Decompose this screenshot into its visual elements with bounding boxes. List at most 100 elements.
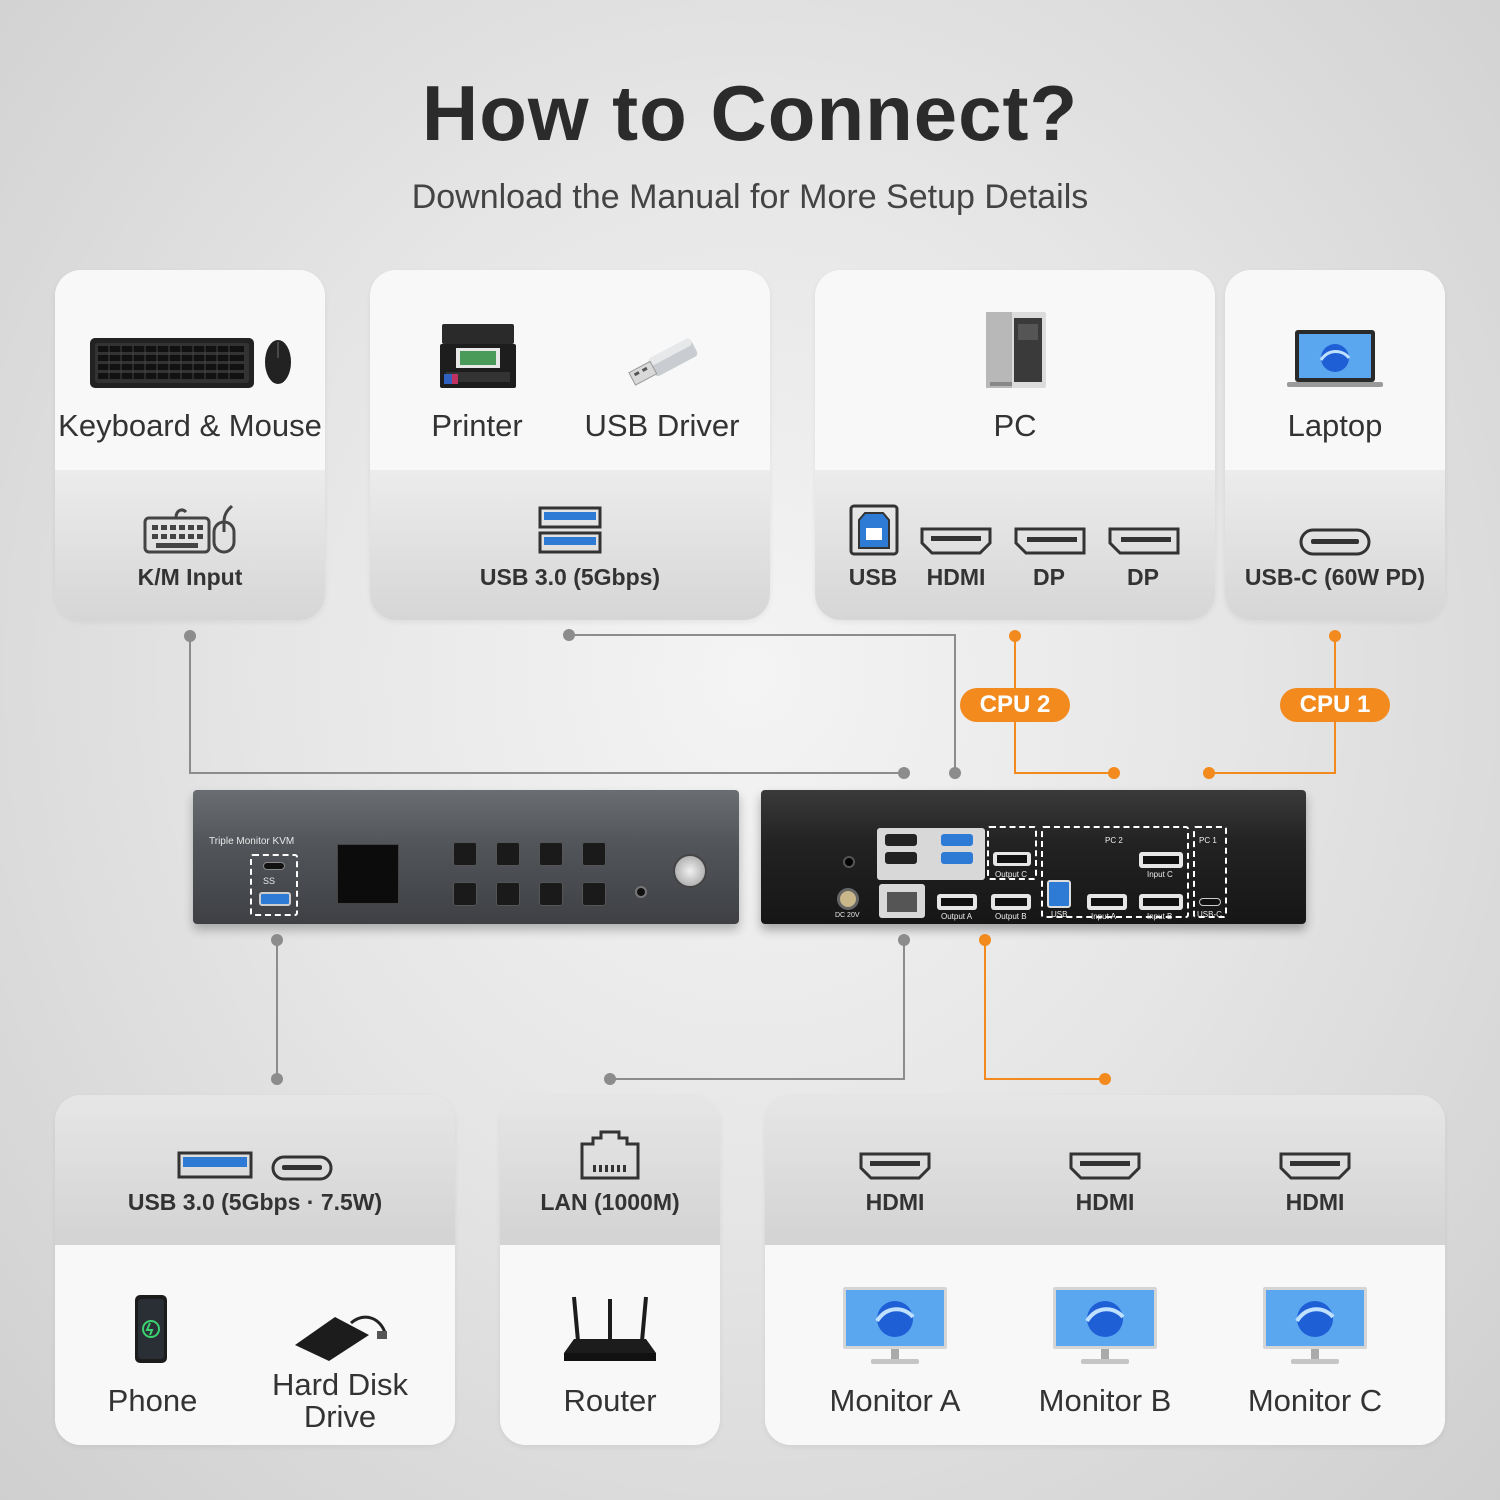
device-label: Monitor B (1038, 1383, 1172, 1418)
dc-power-port[interactable] (837, 888, 859, 910)
port-label: DP (1033, 564, 1065, 590)
device-label: Keyboard & Mouse (58, 408, 322, 443)
connector-dot (271, 1073, 283, 1085)
keyboard-icon (90, 338, 254, 388)
card-monitors: HDMI HDMI HDMI Monitor A Monitor B Monit… (765, 1095, 1445, 1445)
switch-button[interactable] (453, 842, 477, 866)
ethernet-port[interactable] (879, 884, 925, 918)
monitor-icon (843, 1287, 947, 1364)
usb-c-port[interactable] (263, 862, 285, 870)
device-label: USB Driver (584, 408, 740, 443)
port-label: USB 3.0 (5Gbps) (479, 564, 661, 590)
usb-a-icon (177, 1151, 253, 1179)
connector-dot (1108, 767, 1120, 779)
hdmi-icon (859, 1152, 931, 1180)
connector-dot (184, 630, 196, 642)
usb-a-port[interactable] (885, 852, 917, 864)
kvm-back-panel: DC 20V Output C Output A Output B PC 2 U… (761, 790, 1306, 924)
cpu2-badge: CPU 2 (960, 688, 1070, 722)
card-laptop: Laptop USB-C (60W PD) (1225, 270, 1445, 620)
card-pc: PC USB HDMI DP DP (815, 270, 1215, 620)
port-label-usb-c: USB-C (1197, 910, 1222, 919)
switch-button[interactable] (496, 882, 520, 906)
port-label: HDMI (1075, 1189, 1135, 1215)
output-c-highlight (987, 826, 1037, 880)
connector-dot (563, 629, 575, 641)
usb-a-port[interactable] (941, 834, 973, 846)
ethernet-icon (580, 1130, 640, 1180)
switch-button[interactable] (539, 882, 563, 906)
switch-button[interactable] (582, 882, 606, 906)
device-label: Monitor A (829, 1383, 961, 1418)
usb-b-port[interactable] (1047, 880, 1071, 908)
connector-dot (949, 767, 961, 779)
connector-dot (604, 1073, 616, 1085)
port-label: USB-C (60W PD) (1244, 564, 1426, 590)
connector-dot (898, 767, 910, 779)
port-label-output-a: Output A (941, 912, 973, 921)
usb-a-port[interactable] (941, 852, 973, 864)
usb-c-icon (271, 1155, 333, 1181)
router-icon (564, 1296, 656, 1361)
connector-line (189, 636, 191, 774)
usb-c-port[interactable] (1199, 898, 1221, 906)
connector-dot (271, 934, 283, 946)
port-label-output-c: Output C (995, 870, 1028, 879)
monitor-connector-line (984, 940, 986, 1080)
port-label: HDMI (1285, 1189, 1345, 1215)
group-label-pc2: PC 2 (1105, 836, 1123, 845)
monitor-icon (1053, 1287, 1157, 1364)
hdmi-output-c[interactable] (993, 852, 1031, 866)
connector-line (610, 1078, 905, 1080)
usb-a-port[interactable] (259, 892, 291, 906)
port-label-usb: USB (1051, 910, 1068, 919)
port-label: HDMI (926, 564, 986, 590)
port-label-input-c: Input C (1147, 870, 1173, 879)
connector-line (276, 940, 278, 1080)
connector-line (569, 634, 956, 636)
hdmi-icon (1279, 1152, 1351, 1180)
port-label: LAN (1000M) (540, 1189, 680, 1215)
device-label: PC (993, 408, 1037, 443)
front-display (337, 844, 399, 904)
displayport-icon (1108, 527, 1180, 555)
usb-a-port[interactable] (885, 834, 917, 846)
card-front-usb: USB 3.0 (5Gbps · 7.5W) Phone Hard Disk D… (55, 1095, 455, 1445)
switch-button[interactable] (539, 842, 563, 866)
switch-button[interactable] (582, 842, 606, 866)
usb-stick-icon (628, 338, 698, 386)
front-usb-highlight (250, 854, 298, 916)
port-label-input-b: Input B (1147, 912, 1173, 921)
monitor-connector-line (984, 1078, 1105, 1080)
hdmi-icon (920, 527, 992, 555)
connector-dot (979, 934, 991, 946)
audio-jack[interactable] (843, 856, 855, 868)
phone-icon (135, 1295, 167, 1363)
card-lan: LAN (1000M) Router (500, 1095, 720, 1445)
device-label: Monitor C (1247, 1383, 1383, 1418)
connector-dot (1329, 630, 1341, 642)
pc2-group-highlight (1041, 826, 1189, 918)
dp-input-b[interactable] (1139, 894, 1183, 910)
ss-label: SS (263, 876, 276, 886)
monitor-icon (1263, 1287, 1367, 1364)
switch-button[interactable] (453, 882, 477, 906)
port-label: HDMI (865, 1189, 925, 1215)
displayport-icon (1014, 527, 1086, 555)
connector-line (903, 940, 905, 1080)
cpu1-badge: CPU 1 (1280, 688, 1390, 722)
pc-tower-icon (986, 312, 1046, 388)
connector-line (189, 772, 905, 774)
dp-input-c[interactable] (1139, 852, 1183, 868)
cpu-connector-line (1014, 772, 1114, 774)
usb-c-icon (1299, 528, 1371, 556)
device-label: Hard Disk Drive (271, 1367, 409, 1434)
usb-a-icon (538, 506, 602, 554)
km-port-icon (143, 504, 236, 554)
switch-button[interactable] (496, 842, 520, 866)
card-keyboard-mouse: Keyboard & Mouse K/M Input (55, 270, 325, 620)
hdmi-output-b[interactable] (991, 894, 1031, 910)
hdmi-input-a[interactable] (1087, 894, 1127, 910)
hdmi-output-a[interactable] (937, 894, 977, 910)
power-knob[interactable] (673, 854, 707, 888)
